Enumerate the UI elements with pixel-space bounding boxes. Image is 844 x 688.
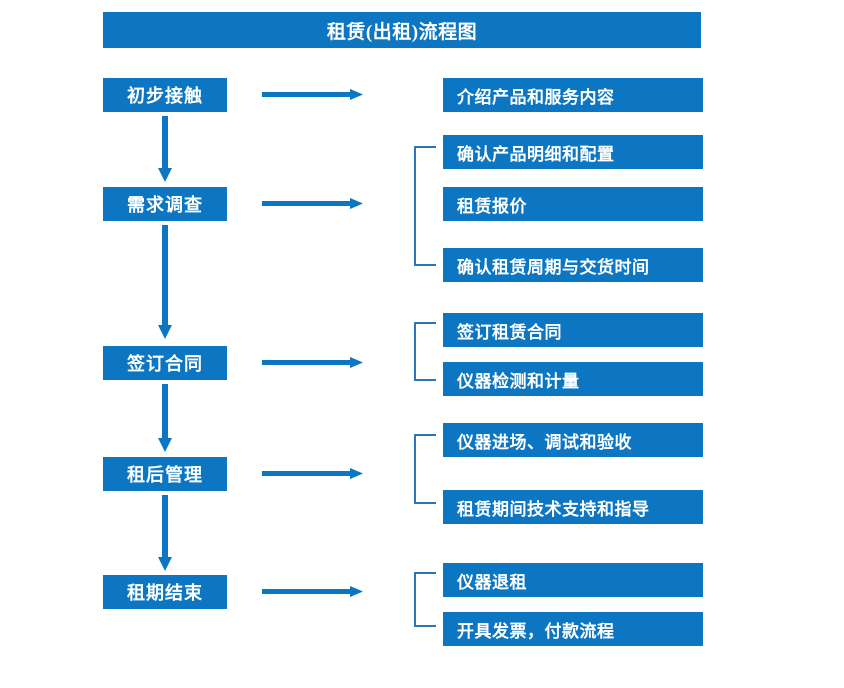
stage-box-lease-end[interactable]: 租期结束 — [103, 575, 227, 609]
task-label: 仪器检测和计量 — [457, 371, 580, 391]
task-label: 租赁报价 — [457, 196, 527, 216]
horizontal-arrow-icon-5 — [262, 585, 364, 599]
task-box-sign-lease-contract[interactable]: 签订租赁合同 — [443, 313, 703, 347]
task-box-invoice-payment[interactable]: 开具发票，付款流程 — [443, 612, 703, 646]
stage-box-post-rental-management[interactable]: 租后管理 — [103, 457, 227, 491]
task-box-instrument-return[interactable]: 仪器退租 — [443, 563, 703, 597]
group-bracket-sign-contract — [414, 322, 436, 381]
task-box-confirm-lease-period[interactable]: 确认租赁周期与交货时间 — [443, 248, 703, 282]
task-box-confirm-product-details[interactable]: 确认产品明细和配置 — [443, 135, 703, 169]
task-box-instrument-entry-commissioning[interactable]: 仪器进场、调试和验收 — [443, 423, 703, 457]
group-bracket-post-rental — [414, 434, 436, 504]
group-bracket-lease-end — [414, 572, 436, 627]
horizontal-arrow-icon-3 — [262, 356, 364, 370]
stage-box-sign-contract[interactable]: 签订合同 — [103, 346, 227, 380]
task-box-rental-quotation[interactable]: 租赁报价 — [443, 187, 703, 221]
task-label: 确认租赁周期与交货时间 — [457, 257, 650, 277]
task-box-introduce-products[interactable]: 介绍产品和服务内容 — [443, 78, 703, 112]
stage-box-needs-survey[interactable]: 需求调查 — [103, 187, 227, 221]
horizontal-arrow-icon-2 — [262, 197, 364, 211]
horizontal-arrow-icon-4 — [262, 467, 364, 481]
horizontal-arrow-icon-1 — [262, 88, 364, 102]
stage-box-initial-contact[interactable]: 初步接触 — [103, 78, 227, 112]
vertical-arrow-icon-2 — [156, 225, 174, 341]
task-label: 确认产品明细和配置 — [457, 144, 615, 164]
task-label: 签订租赁合同 — [457, 322, 562, 342]
vertical-arrow-icon-1 — [156, 116, 174, 184]
task-box-instrument-inspection[interactable]: 仪器检测和计量 — [443, 362, 703, 396]
task-box-technical-support[interactable]: 租赁期间技术支持和指导 — [443, 490, 703, 524]
task-label: 仪器退租 — [457, 572, 527, 592]
stage-label: 需求调查 — [127, 195, 203, 215]
stage-label: 租期结束 — [127, 583, 203, 603]
stage-label: 租后管理 — [127, 465, 203, 485]
task-label: 仪器进场、调试和验收 — [457, 432, 632, 452]
stage-label: 初步接触 — [127, 86, 203, 106]
task-label: 开具发票，付款流程 — [457, 621, 615, 641]
stage-label: 签订合同 — [127, 354, 203, 374]
vertical-arrow-icon-3 — [156, 384, 174, 454]
vertical-arrow-icon-4 — [156, 495, 174, 573]
page-title: 租赁(出租)流程图 — [103, 12, 701, 48]
group-bracket-needs-survey — [414, 146, 436, 266]
task-label: 介绍产品和服务内容 — [457, 87, 615, 107]
task-label: 租赁期间技术支持和指导 — [457, 499, 650, 519]
